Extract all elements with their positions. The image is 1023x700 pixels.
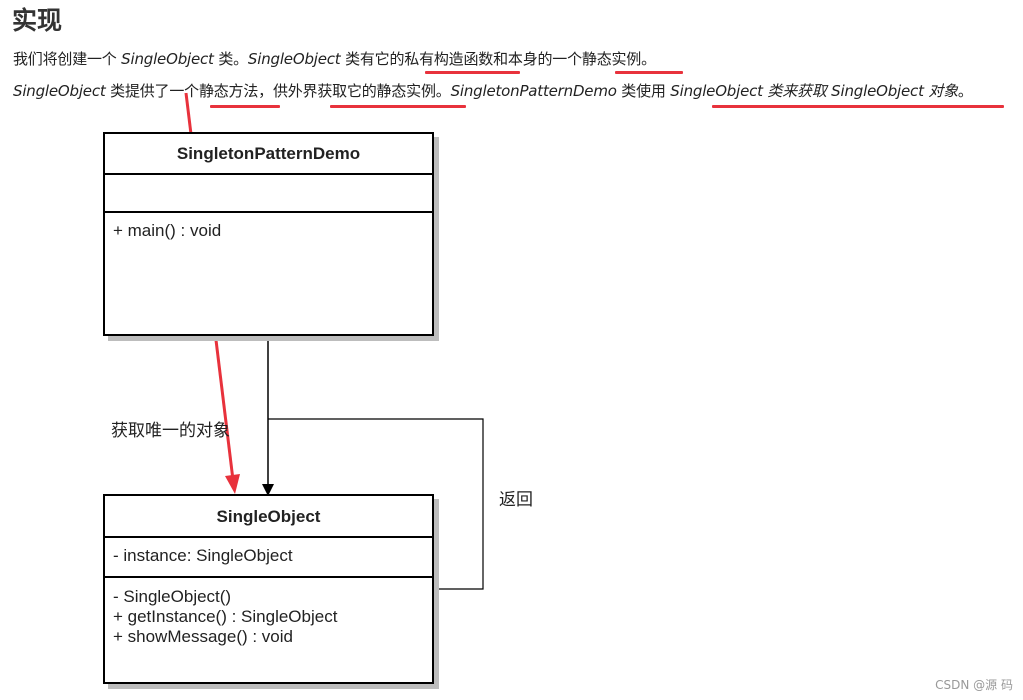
association-arrowhead [262,484,274,496]
class-name-demo: SingletonPatternDemo [450,82,617,100]
class-box-demo: SingletonPatternDemo + main() : void [103,132,434,336]
underline-private-constructor [425,71,520,74]
watermark: CSDN @源 码 [935,678,1013,692]
edge-label-get: 获取唯一的对象 [111,421,230,441]
annotation-arrowhead [225,474,240,494]
para-text: 类。 [213,50,248,68]
highlight-static-instance: 静态实例 [581,50,642,68]
underline-static-method [210,105,280,108]
class-operations-demo: + main() : void [105,213,432,249]
class-name-singleobject: SingleObject [13,82,106,100]
class-attributes-demo [105,175,432,213]
para-text: 。 [957,82,973,100]
class-name-singleobject: SingleObject [121,50,214,68]
highlight-get-object: SingleObject 类来获取 SingleObject 对象 [670,82,958,100]
underline-get-static-instance [330,105,466,108]
detail-paragraph: SingleObject 类提供了一个静态方法，供外界获取它的静态实例。Sing… [13,80,973,102]
class-attributes-singleobject: - instance: SingleObject [105,538,432,578]
para-text: ，供外界 [258,82,318,100]
para-text: 类使用 [616,82,671,100]
underline-get-object [712,105,1004,108]
underline-static-instance [615,71,683,74]
intro-paragraph: 我们将创建一个 SingleObject 类。SingleObject 类有它的… [13,48,656,70]
class-name-singleobject-title: SingleObject [105,496,432,538]
para-text: 类有它的 [340,50,405,68]
highlight-private-constructor: 私有构造函数 [404,50,494,68]
operation-constructor: - SingleObject() [113,587,232,606]
highlight-get-static-instance: 获取它的静态实例 [317,82,436,100]
edge-label-return: 返回 [499,490,533,510]
return-line [268,418,484,590]
class-operations-singleobject: - SingleObject() + getInstance() : Singl… [105,578,432,655]
para-text: 类提供了一个 [105,82,199,100]
page-title: 实现 [12,6,63,35]
operation-get-instance: + getInstance() : SingleObject [113,607,338,626]
class-name-singleobject: SingleObject [247,50,341,68]
para-text: 。 [435,82,451,100]
para-text: 。 [641,50,656,68]
highlight-static-method: 静态方法 [198,82,259,100]
operation-main: + main() : void [113,221,222,240]
class-box-singleobject: SingleObject - instance: SingleObject - … [103,494,434,684]
para-text: 和本身的一个 [493,50,582,68]
para-text: 我们将创建一个 [13,50,122,68]
class-name-demo-title: SingletonPatternDemo [105,134,432,175]
operation-show-message: + showMessage() : void [113,627,293,646]
